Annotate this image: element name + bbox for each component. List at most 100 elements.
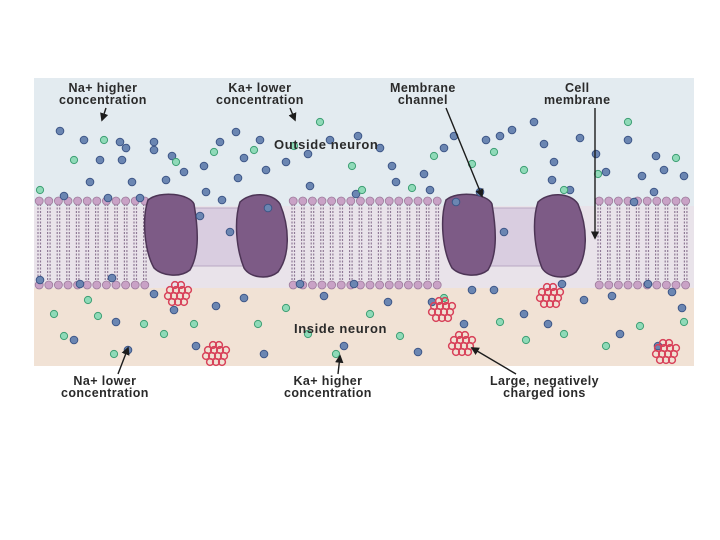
large-ion-bead — [460, 330, 470, 340]
na-ion — [107, 273, 117, 283]
ion-particles — [35, 117, 689, 367]
na-outside-pointer — [100, 107, 109, 122]
na-ion — [149, 145, 159, 155]
large-ion-bead — [431, 313, 441, 323]
label-k-inside: Ka+ higher concentration — [284, 375, 372, 400]
lipid-head — [92, 280, 102, 290]
diagram-canvas — [24, 78, 703, 400]
k-ion — [83, 295, 93, 305]
na-ion — [679, 171, 689, 181]
na-ion — [325, 135, 335, 145]
lipid-head — [594, 196, 604, 206]
label-k-outside-line2: concentration — [216, 93, 304, 107]
lipid-head — [82, 280, 92, 290]
lipid-head — [298, 196, 308, 206]
label-na-outside: Na+ higher concentration — [59, 82, 147, 107]
k-ion — [635, 321, 645, 331]
large-ion-bead — [167, 297, 177, 307]
channel-subunit-left — [143, 193, 199, 276]
lipid-head — [662, 280, 671, 290]
large-negative-ion — [427, 296, 457, 323]
lipid-head — [614, 280, 623, 290]
large-ion-bead — [201, 351, 211, 361]
lipid-head — [111, 280, 121, 290]
na-ion — [117, 155, 127, 165]
na-ion — [35, 275, 45, 285]
large-ion-bead — [545, 299, 555, 309]
k-ion — [109, 349, 119, 359]
lipid-head — [594, 280, 604, 290]
label-na-inside-line2: concentration — [61, 386, 149, 400]
large-ion-bead — [217, 357, 227, 367]
na-ion — [75, 279, 85, 289]
k-outside-pointer — [288, 107, 297, 122]
na-ion — [351, 189, 361, 199]
membrane-channels — [143, 193, 586, 278]
large-ion-bead — [434, 296, 444, 306]
lipid-head — [423, 196, 433, 206]
outside-region — [34, 78, 694, 206]
na-ion — [195, 211, 205, 221]
k-ion — [93, 311, 103, 321]
label-large-ions: Large, negatively charged ions — [490, 374, 599, 400]
lipid-head — [44, 280, 54, 290]
lipid-head — [633, 280, 642, 290]
k-ion — [601, 341, 611, 351]
k-ion — [357, 185, 367, 195]
k-inside-pointer — [335, 354, 344, 375]
lipid-head — [384, 196, 394, 206]
large-ion-bead — [427, 307, 437, 317]
k-ion — [253, 319, 263, 329]
k-ion — [281, 303, 291, 313]
label-cell-membrane-line2: membrane — [544, 93, 611, 107]
k-ion — [249, 145, 259, 155]
na-ion — [95, 155, 105, 165]
neuron-membrane-diagram: Na+ higher concentration Ka+ lower conce… — [24, 78, 703, 400]
large-ion-bead — [658, 338, 668, 348]
large-ion-bead — [539, 299, 549, 309]
na-ion — [211, 301, 221, 311]
large-ion-bead — [454, 330, 464, 340]
na-ion — [549, 157, 559, 167]
lipid-head — [111, 196, 121, 206]
lipid-head — [403, 280, 413, 290]
lipid-head — [307, 280, 317, 290]
k-ion — [209, 147, 219, 157]
label-k-inside-line2: concentration — [284, 386, 372, 400]
na-ion — [127, 177, 137, 187]
lipid-head — [394, 280, 404, 290]
na-ion — [239, 153, 249, 163]
large-ion-bead — [205, 357, 215, 367]
lipid-head — [327, 280, 337, 290]
na-ion — [529, 117, 539, 127]
na-ion — [303, 149, 313, 159]
na-ion — [121, 143, 131, 153]
label-large-ions-line1: Large, negatively — [490, 374, 599, 388]
k-ion — [35, 185, 45, 195]
na-ion — [225, 227, 235, 237]
large-ion-bead — [551, 299, 561, 309]
na-ion — [547, 175, 557, 185]
large-ion-bead — [176, 280, 186, 290]
label-membrane-channel: Membrane channel — [390, 82, 456, 107]
na-ion — [69, 335, 79, 345]
large-ion-bead — [664, 338, 674, 348]
na-ion — [667, 287, 677, 297]
lipid-head — [681, 280, 690, 290]
na-ion — [239, 293, 249, 303]
lipid-head — [365, 196, 375, 206]
lipid-head — [432, 280, 442, 290]
k-ion — [559, 185, 569, 195]
na-ion — [451, 197, 461, 207]
lipid-head — [336, 280, 346, 290]
lipid-head — [82, 196, 92, 206]
na-ion — [263, 203, 273, 213]
large-ion-bead — [651, 349, 661, 359]
lipid-head — [288, 196, 298, 206]
k-ion — [489, 147, 499, 157]
k-ion — [171, 157, 181, 167]
k-ion — [303, 329, 313, 339]
label-na-inside-line1: Na+ lower — [73, 374, 137, 388]
large-ion-bead — [542, 282, 552, 292]
na-ion — [339, 341, 349, 351]
